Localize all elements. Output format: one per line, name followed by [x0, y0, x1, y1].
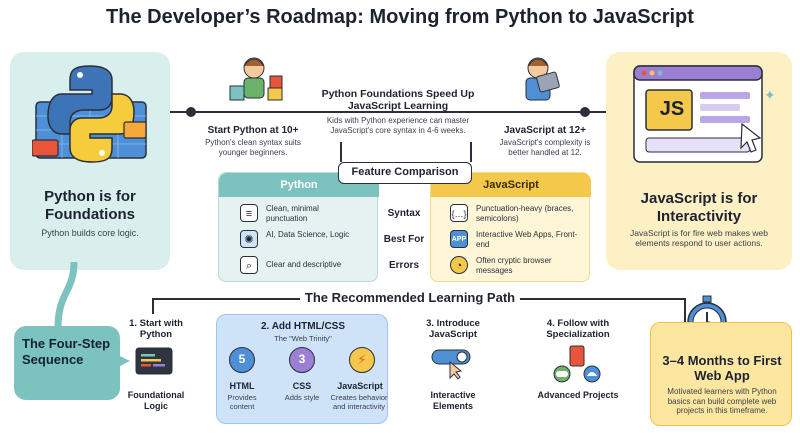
- magnifier-icon: ⌕: [240, 256, 258, 274]
- teal-connector: [54, 262, 78, 332]
- javascript-panel-heading: JavaScript is for Interactivity: [640, 190, 758, 225]
- toggle-click-icon: [431, 349, 471, 380]
- bestfor-js-text: Interactive Web Apps, Front-end: [476, 230, 578, 249]
- feature-comparison: Python JavaScript Feature Comparison ≡ C…: [218, 160, 592, 282]
- html-desc: Provides content: [227, 393, 257, 411]
- javascript-panel-body: JavaScript is for fire web makes web ele…: [630, 228, 768, 248]
- python-panel-heading: Python is for Foundations: [44, 188, 136, 223]
- speedup-body: Kids with Python experience can master J…: [326, 116, 470, 135]
- child-with-blocks-icon: [229, 57, 283, 101]
- bestfor-label: Best For: [383, 234, 425, 245]
- result-box: 3–4 Months to First Web App Motivated le…: [650, 322, 792, 426]
- step3-heading: 3. Introduce JavaScript: [426, 318, 480, 340]
- top-timeline: [170, 111, 606, 113]
- js-logo-text: JS: [659, 98, 685, 120]
- document-icon: ≡: [240, 204, 258, 222]
- syntax-label: Syntax: [387, 208, 421, 219]
- html-label: HTML: [229, 381, 255, 391]
- lightning-icon: ⚡: [349, 347, 375, 373]
- comparison-title: Feature Comparison: [338, 162, 472, 184]
- start-python-heading: Start Python at 10+: [207, 125, 299, 136]
- javascript-desc: Creates behavior and interactivity: [330, 393, 388, 411]
- start-python-body: Python's clean syntax suits younger begi…: [205, 138, 301, 157]
- four-step-sequence-badge: The Four-Step Sequence: [14, 326, 120, 400]
- errors-label: Errors: [388, 260, 419, 271]
- css-label: CSS: [292, 381, 312, 391]
- javascript-label: JavaScript: [337, 381, 383, 391]
- css-desc: Adds style: [284, 393, 320, 402]
- devices-icon: [553, 345, 601, 383]
- javascript-panel: ✦ JS JavaScript is for Interactivity Jav…: [606, 52, 792, 270]
- step1-caption: Foundational Logic: [127, 390, 185, 411]
- step2-box: 2. Add HTML/CSS The "Web Trinity" 5 3 ⚡ …: [216, 314, 388, 424]
- child-with-tablet-icon: [525, 57, 560, 101]
- code-laptop-icon: [135, 347, 173, 375]
- svg-text:✦: ✦: [764, 88, 774, 104]
- speedup-heading: Python Foundations Speed Up JavaScript L…: [321, 88, 475, 112]
- timeline-dot-left: [186, 107, 196, 117]
- step4-heading: 4. Follow with Specialization: [546, 318, 610, 340]
- js-age-body: JavaScript's complexity is better handle…: [499, 138, 591, 157]
- learning-path-title: The Recommended Learning Path: [300, 290, 520, 305]
- errors-js-text: Often cryptic browser messages: [476, 256, 552, 275]
- brain-icon: ✺: [240, 230, 258, 248]
- braces-icon: {…}: [450, 204, 468, 222]
- python-panel-body: Python builds core logic.: [41, 228, 139, 238]
- step3-caption: Interactive Elements: [430, 390, 476, 411]
- path-tick-4: [684, 298, 686, 322]
- page-title: The Developer’s Roadmap: Moving from Pyt…: [106, 6, 694, 28]
- step2-subtitle: The "Web Trinity": [274, 334, 332, 343]
- syntax-js-text: Punctuation-heavy (braces, semicolons): [476, 204, 574, 223]
- timeline-dot-right: [580, 107, 590, 117]
- app-icon: APP: [450, 230, 468, 248]
- connector-left-vertical: [340, 142, 342, 162]
- result-body: Motivated learners with Python basics ca…: [667, 387, 777, 415]
- python-panel: Python is for Foundations Python builds …: [10, 52, 170, 270]
- bestfor-python-text: AI, Data Science, Logic: [266, 230, 350, 239]
- step4-caption: Advanced Projects: [537, 390, 619, 400]
- path-tick-1: [152, 298, 154, 314]
- css3-icon: 3: [289, 347, 315, 373]
- step1-heading: 1. Start with Python: [129, 318, 183, 340]
- confused-face-icon: ◔: [450, 256, 468, 274]
- arrow-icon: [120, 356, 130, 366]
- html5-icon: 5: [229, 347, 255, 373]
- syntax-python-text: Clean, minimal punctuation: [266, 204, 319, 223]
- python-logo-icon: [32, 65, 147, 163]
- step2-heading: 2. Add HTML/CSS: [260, 321, 346, 332]
- errors-python-text: Clear and descriptive: [266, 260, 342, 269]
- result-heading: 3–4 Months to First Web App: [662, 353, 782, 383]
- connector-right-vertical: [470, 142, 472, 162]
- js-age-heading: JavaScript at 12+: [504, 125, 586, 136]
- browser-window-icon: ✦: [633, 65, 774, 163]
